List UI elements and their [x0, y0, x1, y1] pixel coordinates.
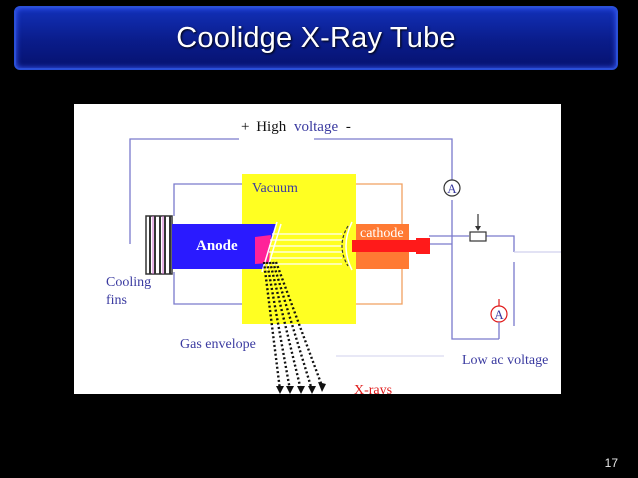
cathode-terminal	[416, 238, 430, 254]
gas-envelope-outline	[173, 183, 242, 305]
cathode-label: cathode	[360, 226, 404, 241]
filament-supply-circuit	[429, 235, 561, 326]
high-voltage-label: + High voltage -	[241, 119, 351, 135]
cooling-label-line2: fins	[106, 293, 127, 308]
cathode-filament	[352, 240, 424, 252]
rheostat-arrow	[475, 226, 481, 231]
rheostat-resistor	[469, 231, 487, 242]
slide-title-bar: Coolidge X-Ray Tube	[14, 6, 618, 70]
xray-arrows	[262, 261, 324, 391]
diagram-canvas: A A + High voltage - Vacuum Anode	[106, 119, 561, 394]
xray-arrowheads	[276, 382, 326, 394]
voltage-minus-sign: -	[346, 119, 351, 135]
ammeter-top-label: A	[447, 181, 457, 196]
voltage-high-word: High	[256, 119, 287, 135]
focusing-cup-back	[341, 225, 349, 267]
voltage-plus-sign: +	[241, 119, 249, 135]
ammeter-top-icon	[443, 179, 461, 197]
voltage-word: voltage	[294, 119, 338, 135]
electron-beam	[269, 233, 342, 265]
low-ac-voltage-label: Low ac voltage	[462, 353, 548, 368]
anode-body	[172, 224, 276, 269]
xray-tube-diagram: A A + High voltage - Vacuum Anode	[74, 104, 561, 394]
high-voltage-circuit	[129, 138, 499, 340]
vacuum-label: Vacuum	[252, 181, 298, 196]
cooling-label-line1: Cooling	[106, 275, 151, 290]
ammeter-bottom-label: A	[494, 307, 504, 322]
focusing-cup-front	[345, 221, 353, 271]
xrays-label: X-rays	[354, 383, 392, 394]
gas-envelope-label: Gas envelope	[180, 337, 256, 352]
page-number: 17	[604, 456, 618, 470]
slide-title: Coolidge X-Ray Tube	[176, 21, 456, 54]
cooling-fins	[145, 215, 173, 275]
anode-label: Anode	[196, 238, 238, 254]
